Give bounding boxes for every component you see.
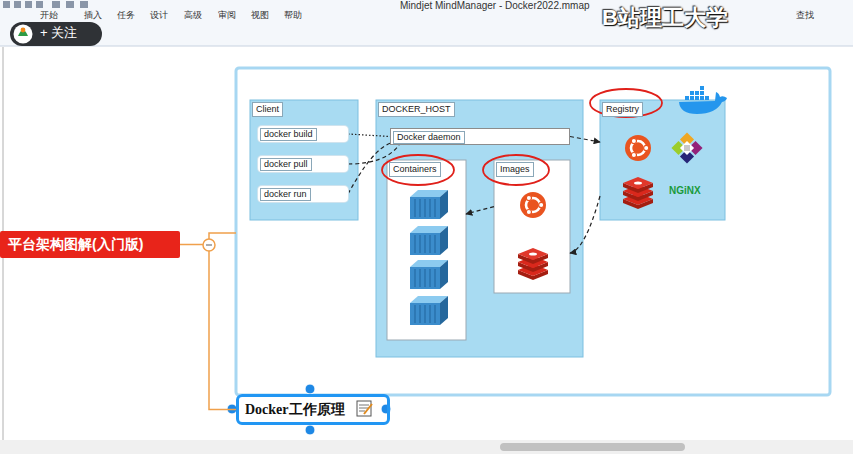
quick-access-icons xyxy=(3,1,88,8)
panel-title: Containers xyxy=(389,162,441,177)
connector xyxy=(570,196,600,253)
menu-item: 视图 xyxy=(251,10,269,20)
command-text: docker run xyxy=(260,188,311,201)
selection-handles xyxy=(227,384,391,435)
subtopic-box: Docker工作原理 xyxy=(236,394,390,425)
connector xyxy=(180,245,236,410)
scrollbar-track xyxy=(0,440,853,454)
command-text: docker build xyxy=(260,128,317,141)
connectors xyxy=(180,134,600,410)
nginx-logo-text: NGiNX xyxy=(669,185,701,197)
note-icon xyxy=(357,401,372,416)
daemon-bar: Docker daemon xyxy=(390,128,570,145)
panel-title: DOCKER_HOST xyxy=(378,102,455,117)
channel-logo xyxy=(14,25,33,44)
docker-whale xyxy=(679,86,727,114)
topic-text: 平台架构图解(入门版) xyxy=(8,236,143,254)
panel-fills xyxy=(250,100,725,357)
container-icons xyxy=(410,190,448,325)
menu-item: 查找 xyxy=(796,10,814,20)
command-text: docker pull xyxy=(260,158,312,171)
command-box: docker pull xyxy=(258,156,348,172)
follow-button-label: + 关注 xyxy=(40,26,77,41)
subtopic-fill xyxy=(236,394,384,425)
menu-item: 插入 xyxy=(84,10,102,20)
command-box: docker run xyxy=(258,186,348,202)
connector xyxy=(466,207,494,214)
image-frame xyxy=(236,68,830,395)
panel-title: Client xyxy=(252,102,283,117)
ribbon xyxy=(0,0,853,46)
images-panel: Images xyxy=(494,160,570,293)
connector xyxy=(570,137,600,143)
registry-icons xyxy=(623,132,703,209)
watermark: B站理工大学 xyxy=(602,5,728,30)
panel-title: Images xyxy=(496,162,534,177)
connector xyxy=(348,143,390,194)
central-topic: 平台架构图解(入门版) xyxy=(0,231,180,258)
scrollbar-thumb xyxy=(500,443,685,451)
follow-button xyxy=(10,22,102,46)
menu-item: 任务 xyxy=(117,10,135,20)
menu-item: 开始 xyxy=(40,10,58,20)
panel-title: Registry xyxy=(602,102,643,117)
menu-item: 审阅 xyxy=(218,10,236,20)
daemon-text: Docker daemon xyxy=(393,131,465,144)
containers-panel: Containers xyxy=(387,160,466,340)
menu-item: 设计 xyxy=(150,10,168,20)
registry-panel: Registry xyxy=(600,100,725,220)
connector xyxy=(348,134,390,137)
command-box: docker build xyxy=(258,126,348,142)
host-panel: DOCKER_HOST Docker daemonContainers Images xyxy=(376,100,583,357)
collapse-button xyxy=(203,239,215,251)
subtopic-text: Docker工作原理 xyxy=(245,401,345,419)
client-panel: Client docker build docker pull docker run xyxy=(250,100,358,220)
window-title: Mindjet MindManager - Docker2022.mmap xyxy=(400,0,590,12)
image-icons xyxy=(518,192,548,280)
menu-item: 帮助 xyxy=(284,10,302,20)
topic-branch xyxy=(209,233,236,239)
menu-item: 高级 xyxy=(184,10,202,20)
